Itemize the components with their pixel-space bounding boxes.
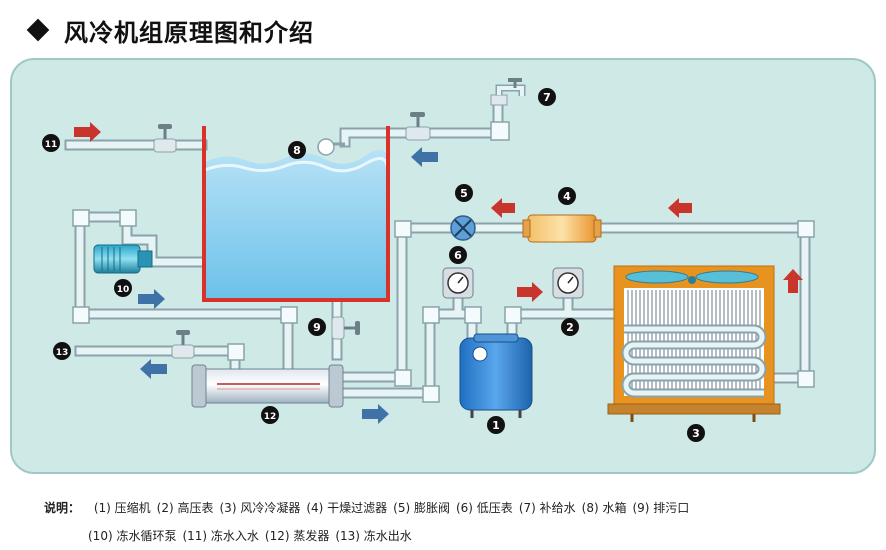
arrow-blue-icon xyxy=(140,359,167,379)
legend-item: (6) 低压表 xyxy=(455,501,513,515)
arrow-blue-icon xyxy=(362,404,389,424)
legend-row: (10) 冻水循环泵 (11) 冻水入水 (12) 蒸发器 (13) 冻水出水 xyxy=(44,522,864,550)
callout-10: 10 xyxy=(114,279,132,297)
low-pressure-gauge-icon xyxy=(442,267,474,299)
legend-label: 说明： xyxy=(44,501,81,515)
makeup-valve xyxy=(405,112,431,141)
flow-arrows xyxy=(74,122,803,424)
page-title: 风冷机组原理图和介绍 xyxy=(64,18,314,47)
callout-number: 11 xyxy=(45,140,58,150)
evaporator xyxy=(191,364,344,408)
callout-number: 9 xyxy=(313,321,321,334)
callout-number: 10 xyxy=(117,285,130,295)
arrow-blue-icon xyxy=(138,289,165,309)
legend: 说明： (1) 压缩机 (2) 高压表 (3) 风冷冷凝器 (4) 干燥过滤器 (5) … xyxy=(44,494,864,550)
callout-number: 13 xyxy=(56,348,69,358)
diamond-bullet-icon xyxy=(26,18,50,42)
outlet-valve xyxy=(171,330,195,359)
callout-number: 2 xyxy=(566,321,574,334)
callout-number: 7 xyxy=(543,91,551,104)
callout-8: 8 xyxy=(288,141,306,159)
callout-3: 3 xyxy=(687,424,705,442)
circulation-pump xyxy=(93,244,153,274)
callout-6: 6 xyxy=(449,246,467,264)
pipe-elbows xyxy=(72,121,815,403)
page-title-block: 风冷机组原理图和介绍 xyxy=(26,12,314,48)
legend-item: (8) 水箱 xyxy=(581,501,627,515)
valves xyxy=(153,112,431,359)
callout-number: 8 xyxy=(293,144,301,157)
legend-item: (5) 膨胀阀 xyxy=(393,501,450,515)
arrow-red-icon xyxy=(517,282,543,302)
callout-13: 13 xyxy=(53,342,71,360)
callout-11: 11 xyxy=(42,134,60,152)
callout-9: 9 xyxy=(308,318,326,336)
callout-number: 5 xyxy=(460,187,468,200)
arrow-red-icon xyxy=(668,198,692,218)
callout-4: 4 xyxy=(558,187,576,205)
arrow-red-icon xyxy=(74,122,101,142)
faucet-icon xyxy=(490,78,526,106)
callout-number: 6 xyxy=(454,249,462,262)
compressor xyxy=(459,333,533,418)
callout-number: 1 xyxy=(492,419,500,432)
callout-2: 2 xyxy=(561,318,579,336)
arrow-blue-icon xyxy=(411,147,438,167)
callout-number: 4 xyxy=(563,190,571,203)
legend-item: (9) 排污口 xyxy=(632,501,690,515)
drain-valve xyxy=(331,316,360,340)
callout-5: 5 xyxy=(455,184,473,202)
legend-item: (12) 蒸发器 xyxy=(264,529,330,543)
callout-12: 12 xyxy=(261,406,279,424)
legend-item: (1) 压缩机 xyxy=(93,501,151,515)
legend-item: (2) 高压表 xyxy=(156,501,214,515)
legend-item: (3) 风冷冷凝器 xyxy=(219,501,301,515)
filter-drier xyxy=(522,214,602,243)
legend-item: (7) 补给水 xyxy=(518,501,576,515)
legend-item: (11) 冻水入水 xyxy=(182,529,259,543)
legend-row: 说明： (1) 压缩机 (2) 高压表 (3) 风冷冷凝器 (4) 干燥过滤器 (5) … xyxy=(44,494,864,522)
expansion-valve-icon xyxy=(450,215,476,241)
air-cooled-condenser xyxy=(607,265,781,422)
high-pressure-gauge-icon xyxy=(552,267,584,299)
callout-number: 12 xyxy=(264,412,277,422)
legend-item: (10) 冻水循环泵 xyxy=(88,529,177,543)
legend-item: (13) 冻水出水 xyxy=(335,529,412,543)
callout-7: 7 xyxy=(538,88,556,106)
water-tank xyxy=(202,126,390,302)
callout-number: 3 xyxy=(692,427,700,440)
inlet-valve xyxy=(153,124,177,153)
arrow-red-icon xyxy=(783,269,803,293)
callout-1: 1 xyxy=(487,416,505,434)
arrow-red-icon xyxy=(491,198,515,218)
legend-item: (4) 干燥过滤器 xyxy=(306,501,388,515)
